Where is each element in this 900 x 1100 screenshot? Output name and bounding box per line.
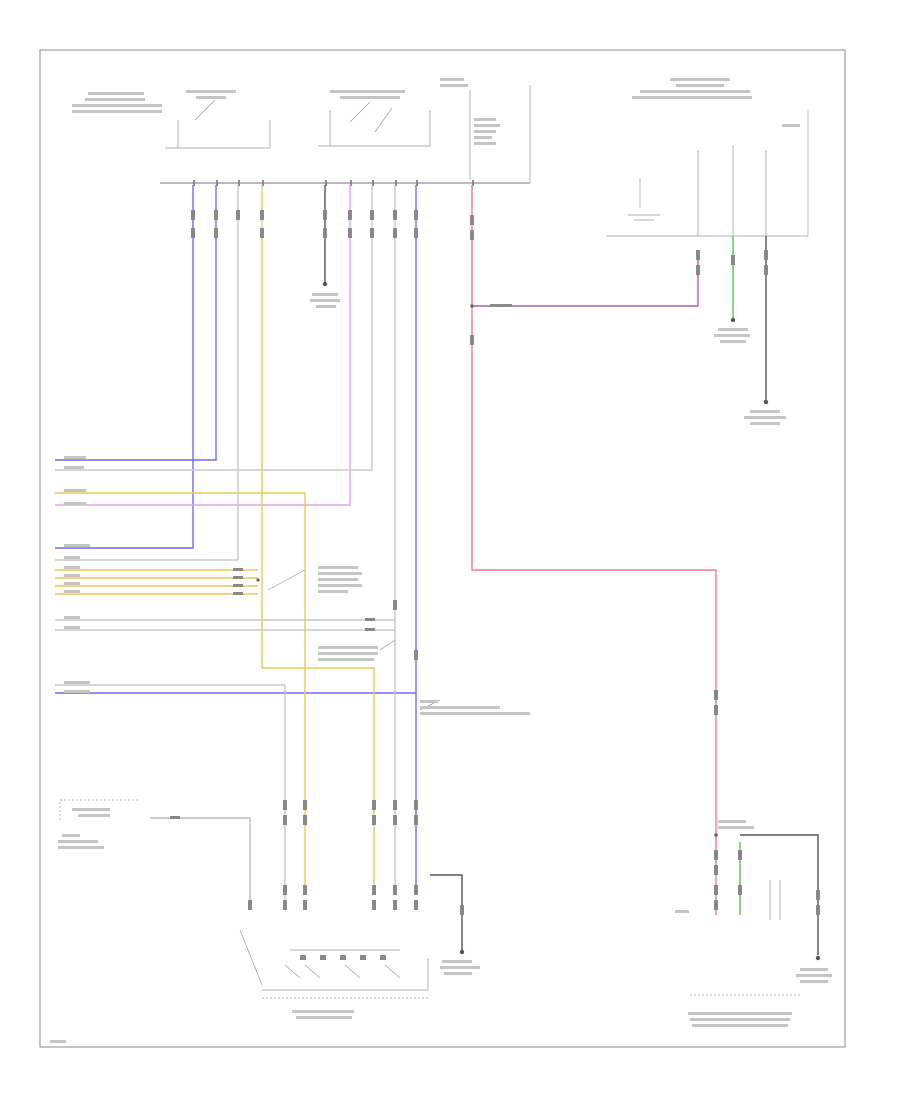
wire-gray-2 xyxy=(55,185,239,561)
wire-gray-7 xyxy=(150,817,251,900)
wire-black-4 xyxy=(430,874,463,950)
wire-yellow-2 xyxy=(55,492,306,885)
diagram-border xyxy=(39,49,846,1048)
connector-marks xyxy=(170,210,820,915)
wire-black-3 xyxy=(740,834,819,955)
junction-dots xyxy=(256,304,718,837)
ground-icon xyxy=(730,317,736,323)
bottom-right-connector xyxy=(690,880,800,996)
faint-label-blocks xyxy=(50,78,832,1043)
wire-gray-1 xyxy=(55,185,373,471)
wire-gray-6 xyxy=(55,684,286,900)
seat-switch-group xyxy=(239,929,429,999)
leader-line xyxy=(379,639,396,651)
top-right-module-group xyxy=(606,110,809,237)
wire-blue-1 xyxy=(55,185,217,461)
wire-blue-2 xyxy=(55,185,194,549)
ground-icon xyxy=(322,281,328,287)
ground-icon xyxy=(459,949,465,955)
wire-violet-1 xyxy=(55,185,351,506)
ground-symbols xyxy=(322,281,821,961)
ground-icon xyxy=(763,399,769,405)
wire-set xyxy=(55,185,819,955)
sensor-bracket xyxy=(59,799,140,820)
leader-line xyxy=(267,569,306,591)
top-module-group xyxy=(160,85,531,186)
wire-red-1 xyxy=(471,185,717,915)
wire-purple-1 xyxy=(472,250,699,307)
ground-icon xyxy=(815,955,821,961)
wire-yellow-1 xyxy=(261,185,375,885)
